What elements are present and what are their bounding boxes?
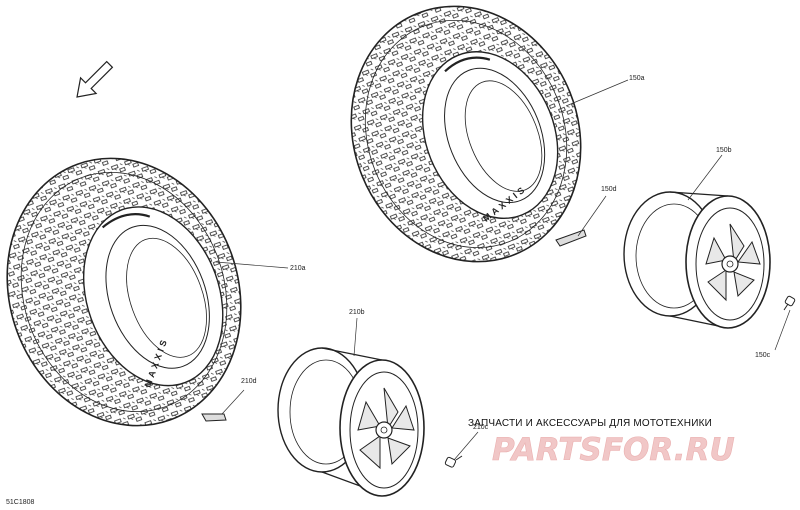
callout-210c: 210c xyxy=(473,424,489,431)
callout-150d: 150d xyxy=(601,186,617,193)
callout-150a: 150a xyxy=(629,75,645,82)
callout-210d: 210d xyxy=(241,378,257,385)
watermark-caption: ЗАПЧАСТИ И АКСЕССУАРЫ ДЛЯ МОТОТЕХНИКИ xyxy=(468,418,713,429)
direction-arrow-icon xyxy=(76,60,114,98)
wheel-weight-150d xyxy=(555,229,587,247)
watermark-logo: PARTSFOR.RU xyxy=(492,432,735,469)
wheel-weight-210d xyxy=(201,413,227,422)
leader-lines xyxy=(215,79,791,461)
callout-150b: 150b xyxy=(716,147,732,154)
callout-210a: 210a xyxy=(290,265,306,272)
drawing-reference-code: 51C1808 xyxy=(6,499,35,506)
valve-stem-210c xyxy=(444,455,463,468)
valve-stem-150c xyxy=(783,295,796,311)
rim-150b xyxy=(623,191,771,329)
tire-150a xyxy=(350,5,582,263)
callout-150c: 150c xyxy=(755,352,771,359)
callout-210b: 210b xyxy=(349,309,365,316)
rim-210b xyxy=(277,347,425,497)
tire-210a xyxy=(6,157,242,427)
